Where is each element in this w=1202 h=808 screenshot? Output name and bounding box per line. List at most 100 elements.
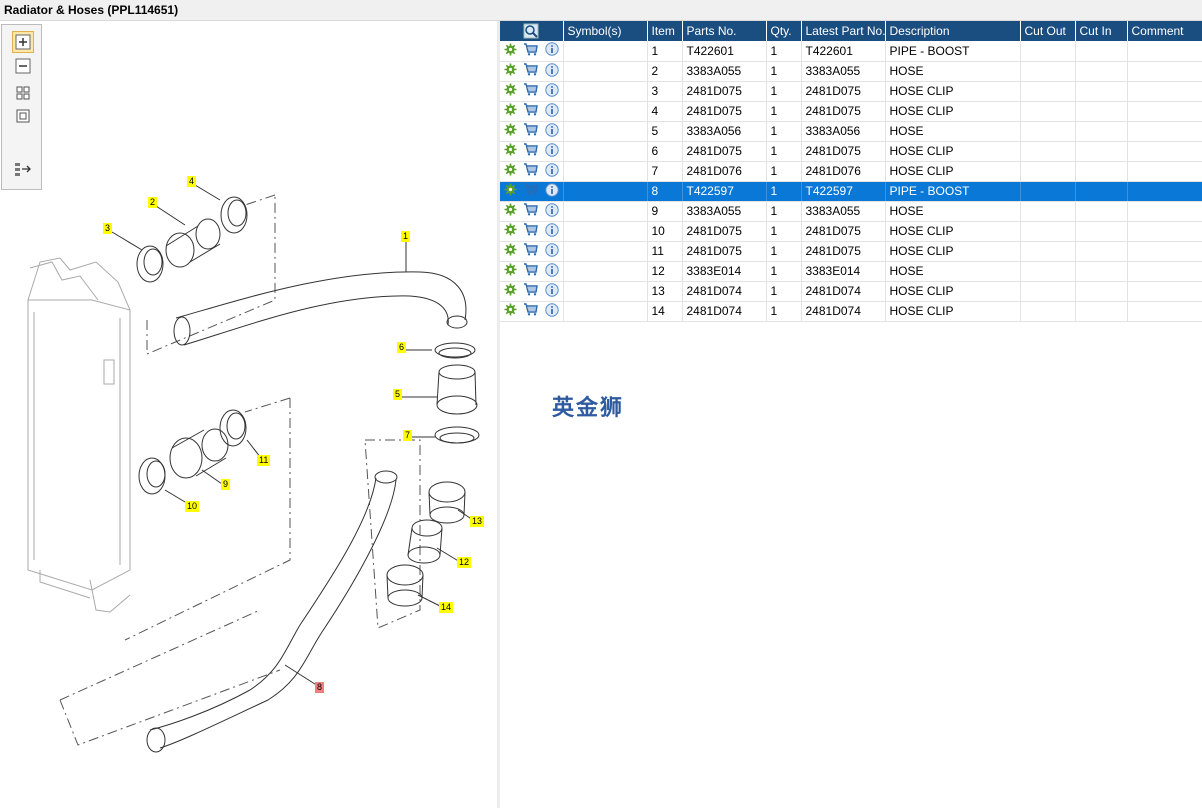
item-cell: 4 [647,101,683,122]
table-row[interactable]: 13 2481D074 1 2481D074 HOSE CLIP [500,281,1202,302]
gear-icon[interactable] [504,263,517,279]
callout-4[interactable]: 4 [187,176,197,187]
info-icon[interactable] [544,202,559,220]
cart-icon[interactable] [523,63,539,79]
column-header-comment[interactable]: Comment [1127,21,1202,41]
callout-7[interactable]: 7 [403,430,413,441]
table-row[interactable]: 10 2481D075 1 2481D075 HOSE CLIP [500,221,1202,242]
cart-icon[interactable] [523,283,539,299]
fit-all-button[interactable] [12,82,34,104]
table-row[interactable]: 12 3383E014 1 3383E014 HOSE [500,261,1202,282]
column-header-cut-out[interactable]: Cut Out [1020,21,1076,41]
info-icon[interactable] [544,282,559,300]
info-icon[interactable] [544,42,559,59]
column-header-description[interactable]: Description [885,21,1021,41]
cart-icon[interactable] [523,143,539,159]
callout-6[interactable]: 6 [397,342,407,353]
info-icon[interactable] [544,122,559,140]
callout-8[interactable]: 8 [315,682,325,693]
qty-cell: 1 [766,221,802,242]
callout-1[interactable]: 1 [401,231,411,242]
item-cell: 12 [647,261,683,282]
info-icon[interactable] [544,162,559,180]
callout-14[interactable]: 14 [439,602,454,613]
fit-window-button[interactable] [12,105,34,127]
info-icon[interactable] [544,82,559,100]
table-row[interactable]: 11 2481D075 1 2481D075 HOSE CLIP [500,241,1202,262]
gear-icon[interactable] [504,183,517,199]
callout-11[interactable]: 11 [257,455,271,466]
callout-10[interactable]: 10 [185,501,200,512]
gear-icon[interactable] [504,303,517,319]
pane-splitter[interactable] [497,21,500,808]
gear-icon[interactable] [504,243,517,259]
cart-icon[interactable] [523,183,539,199]
parts-no-cell: 3383E014 [682,261,767,282]
gear-icon[interactable] [504,223,517,239]
symbols-cell [563,261,648,282]
gear-icon[interactable] [504,163,517,179]
qty-cell: 1 [766,81,802,102]
info-icon[interactable] [544,302,559,320]
gear-icon[interactable] [504,283,517,299]
table-row[interactable]: 6 2481D075 1 2481D075 HOSE CLIP [500,141,1202,162]
table-row[interactable]: 4 2481D075 1 2481D075 HOSE CLIP [500,101,1202,122]
table-row[interactable]: 3 2481D075 1 2481D075 HOSE CLIP [500,81,1202,102]
table-row[interactable]: 1 T422601 1 T422601 PIPE - BOOST [500,41,1202,62]
table-row[interactable]: 2 3383A055 1 3383A055 HOSE [500,61,1202,82]
column-header-parts-no[interactable]: Parts No. [682,21,767,41]
cart-icon[interactable] [523,163,539,179]
column-header-cut-in[interactable]: Cut In [1075,21,1128,41]
cart-icon[interactable] [523,83,539,99]
callout-9[interactable]: 9 [221,479,231,490]
column-header-item[interactable]: Item [647,21,683,41]
table-row[interactable]: 9 3383A055 1 3383A055 HOSE [500,201,1202,222]
list-arrow-icon [15,163,31,176]
column-header-symbols[interactable]: Symbol(s) [563,21,648,41]
cart-icon[interactable] [523,263,539,279]
list-toggle-button[interactable] [12,158,34,180]
column-header-latest-part-no[interactable]: Latest Part No. [801,21,886,41]
latest-part-no-cell: 3383A055 [801,201,886,222]
info-icon[interactable] [544,262,559,280]
table-row[interactable]: 8 T422597 1 T422597 PIPE - BOOST [500,181,1202,202]
callout-13[interactable]: 13 [470,516,485,527]
info-icon[interactable] [544,62,559,80]
zoom-in-button[interactable] [12,31,34,53]
cart-icon[interactable] [523,303,539,319]
column-header-qty[interactable]: Qty. [766,21,802,41]
gear-icon[interactable] [504,83,517,99]
cart-icon[interactable] [523,43,539,59]
table-row[interactable]: 14 2481D074 1 2481D074 HOSE CLIP [500,301,1202,322]
hose-clip-group-middle [138,409,247,495]
latest-part-no-cell: 2481D075 [801,141,886,162]
symbols-cell [563,81,648,102]
info-icon[interactable] [544,242,559,260]
callout-2[interactable]: 2 [148,197,158,208]
callout-12[interactable]: 12 [457,557,472,568]
table-row[interactable]: 7 2481D076 1 2481D076 HOSE CLIP [500,161,1202,182]
info-icon[interactable] [544,222,559,240]
info-icon[interactable] [544,182,559,200]
cart-icon[interactable] [523,103,539,119]
gear-icon[interactable] [504,203,517,219]
callout-5[interactable]: 5 [393,389,403,400]
table-row[interactable]: 5 3383A056 1 3383A056 HOSE [500,121,1202,142]
gear-icon[interactable] [504,123,517,139]
description-cell: PIPE - BOOST [885,41,1021,62]
gear-icon[interactable] [504,63,517,79]
gear-icon[interactable] [504,143,517,159]
latest-part-no-cell: 2481D075 [801,101,886,122]
cart-icon[interactable] [523,123,539,139]
cart-icon[interactable] [523,223,539,239]
diagram-pane[interactable]: 1 2 3 4 5 6 7 8 9 10 11 12 13 14 [0,21,497,808]
zoom-out-button[interactable] [12,55,34,77]
gear-icon[interactable] [504,103,517,119]
column-header-tools[interactable] [500,21,564,41]
callout-3[interactable]: 3 [103,223,113,234]
info-icon[interactable] [544,142,559,160]
cart-icon[interactable] [523,243,539,259]
gear-icon[interactable] [504,43,517,59]
info-icon[interactable] [544,102,559,120]
cart-icon[interactable] [523,203,539,219]
